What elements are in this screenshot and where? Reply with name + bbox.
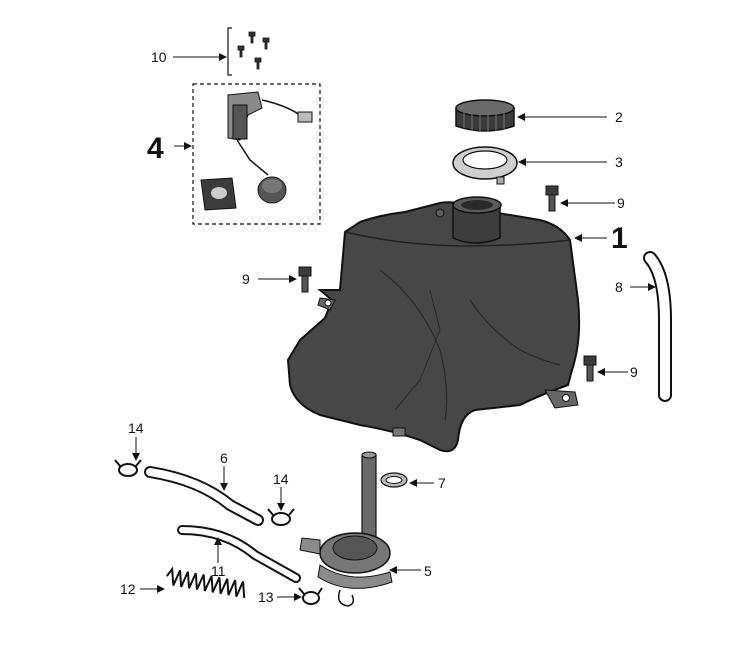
fuel-hose [144, 466, 264, 526]
callout-5: 5 [424, 563, 432, 579]
callout-13: 13 [258, 589, 274, 605]
clip-right [267, 508, 295, 526]
callout-7: 7 [438, 475, 446, 491]
callout-8: 8 [615, 279, 623, 295]
callout-4: 4 [147, 132, 164, 165]
callout-12: 12 [120, 581, 136, 597]
bolt-top-right [545, 185, 559, 212]
callout-10: 10 [151, 49, 167, 65]
callout-11: 11 [211, 563, 226, 579]
callout-1: 1 [611, 222, 628, 255]
callout-9-bottom: 9 [630, 364, 638, 380]
clip-left [114, 459, 142, 477]
screws [227, 27, 270, 76]
fuel-tank [286, 196, 581, 453]
spring [166, 566, 246, 599]
bolt-bottom-right [583, 355, 597, 382]
vacuum-hose [177, 525, 301, 583]
bolt-left [298, 266, 312, 293]
callout-labels: 10 4 2 3 1 9 9 9 8 7 5 6 14 14 11 12 13 [120, 49, 638, 605]
callout-14-left: 14 [128, 420, 144, 436]
callout-3: 3 [615, 154, 623, 170]
fuel-tap [299, 451, 393, 607]
vent-hose [643, 251, 672, 402]
filler-cap [455, 99, 515, 132]
clip-lower [298, 587, 323, 605]
hose-clamp [380, 472, 408, 488]
cap-ring [452, 146, 518, 185]
callout-14-right: 14 [273, 471, 289, 487]
callout-9-left: 9 [242, 271, 250, 287]
leader-lines [132, 53, 656, 601]
callout-2: 2 [615, 109, 623, 125]
fuel-gauge-sender [192, 83, 321, 225]
callout-9-top: 9 [617, 195, 625, 211]
callout-6: 6 [220, 450, 228, 466]
